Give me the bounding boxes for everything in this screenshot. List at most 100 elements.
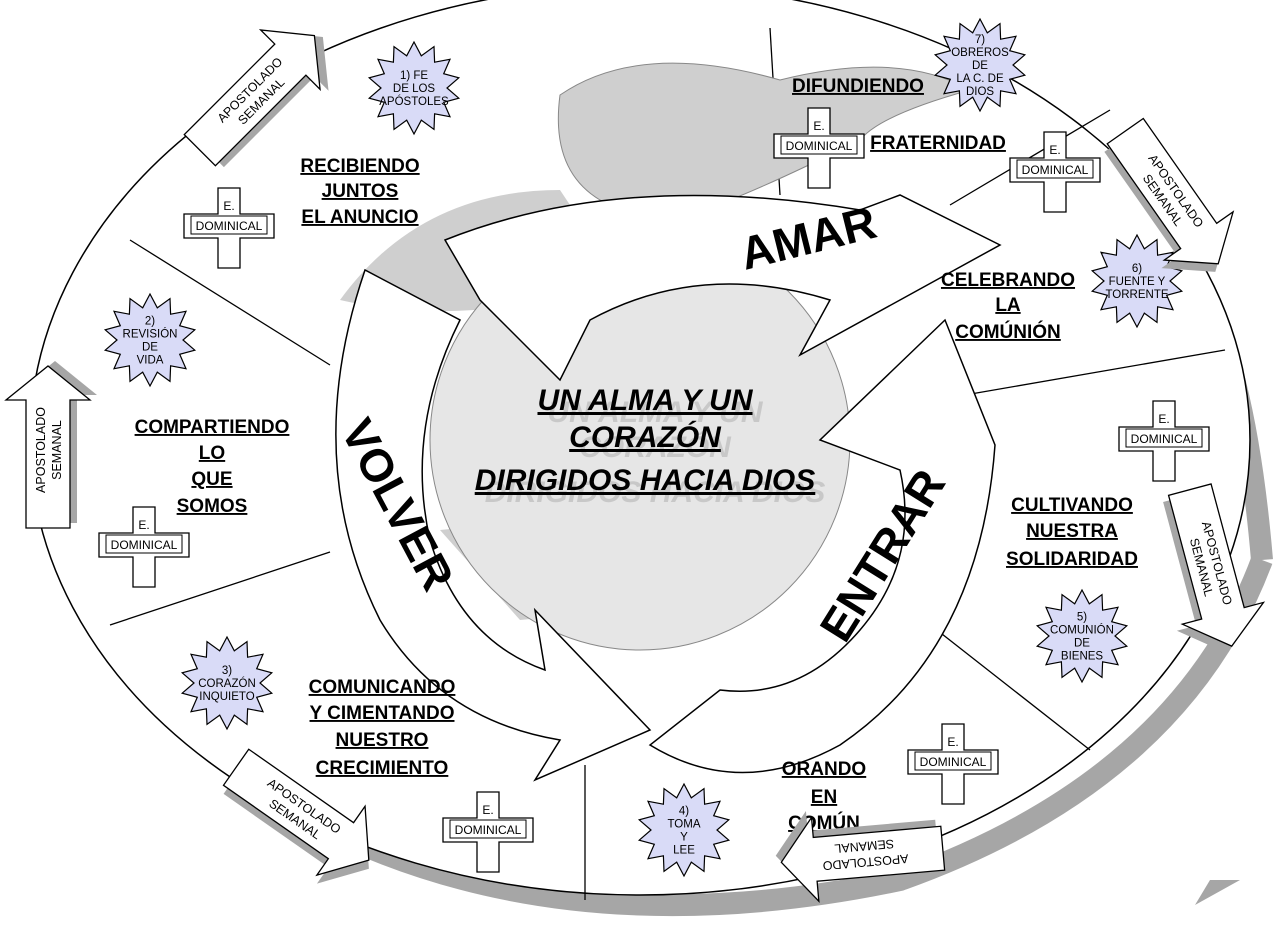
amar-arrow (443, 194, 1002, 382)
section-label-line: LO (199, 443, 225, 464)
star-label-line: VIDA (137, 355, 164, 367)
section-label-line: LA (995, 295, 1021, 316)
star-burst-shape (637, 782, 731, 878)
center-shadow-1: UN ALMA Y UN (547, 396, 763, 429)
cross-label-box (190, 215, 268, 235)
cross-label-box (449, 819, 527, 839)
section-label-line: EL ANUNCIO (301, 207, 418, 228)
star-burst-shape (103, 292, 197, 388)
volver-arrow (335, 268, 652, 782)
cross-badge: E. DOMINICAL (98, 506, 190, 588)
star-label-line: 3) (222, 665, 232, 677)
section-label-line: FRATERNIDAD (870, 133, 1006, 154)
cross-badge: E. DOMINICAL (1009, 131, 1101, 213)
cross-top-label: E. (138, 518, 149, 532)
section-label-line: Y CIMENTANDO (310, 703, 455, 724)
star-label-line: CORAZÓN (198, 677, 256, 690)
star-label-line: 1) FE (400, 70, 428, 82)
section-label-line: CULTIVANDO (1011, 495, 1133, 516)
cross-top-label: E. (1049, 143, 1060, 157)
star-label-line: Y (680, 832, 688, 844)
cross-label: DOMINICAL (111, 538, 178, 552)
cross-top-label: E. (223, 199, 234, 213)
cross-label: DOMINICAL (1022, 163, 1089, 177)
section-recibiendo: RECIBIENDO JUNTOS EL ANUNCIO (300, 156, 419, 228)
cross-badge: E. DOMINICAL (442, 791, 534, 873)
section-difundiendo: DIFUNDIENDO (792, 76, 924, 97)
star-label-line: DIOS (966, 86, 994, 98)
star-label-line: TORRENTE (1105, 289, 1168, 301)
star-label-line: BIENES (1061, 651, 1104, 663)
star-label-line: OBREROS (951, 47, 1009, 59)
apostolado-arrow-shape (780, 815, 946, 903)
star-label-line: 6) (1132, 263, 1142, 275)
section-label-line: RECIBIENDO (300, 156, 419, 177)
section-cultivando: CULTIVANDO NUESTRA SOLIDARIDAD (1006, 495, 1138, 570)
star-label-line: 7) (975, 34, 985, 46)
cross-label: DOMINICAL (920, 755, 987, 769)
apostolado-line-2: SEMANAL (50, 420, 64, 480)
star-label-line: LEE (673, 845, 695, 857)
cross-top-label: E. (813, 119, 824, 133)
cross-label: DOMINICAL (196, 219, 263, 233)
center-shadow-3: DIRIGIDOS HACIA DIOS (485, 476, 826, 509)
section-label-line: COMÚNIÓN (955, 321, 1061, 343)
entrar-arrow (648, 318, 996, 774)
star-label-line: DE (1074, 638, 1090, 650)
section-label-line: CELEBRANDO (941, 270, 1075, 291)
apostolado-arrow-shape (1106, 117, 1235, 265)
cross-top-label: E. (1158, 412, 1169, 426)
cross-label: DOMINICAL (1131, 432, 1198, 446)
apostolado-line-1: APOSTOLADO (34, 407, 48, 493)
apostolado-arrow-shape (1167, 483, 1266, 647)
cross-top-label: E. (482, 803, 493, 817)
star-label-line: 2) (145, 316, 155, 328)
cross-label-box (1125, 428, 1203, 448)
cross-label: DOMINICAL (455, 823, 522, 837)
center-line-1: UN ALMA Y UN (537, 384, 753, 417)
section-label-line: CRECIMIENTO (316, 758, 449, 779)
cross-label-box (914, 751, 992, 771)
star-burst-shape (367, 40, 461, 136)
section-label-line: SOMOS (177, 496, 248, 517)
cross-label: DOMINICAL (786, 139, 853, 153)
apostolado-arrow-shape (183, 29, 321, 167)
section-label-line: COMUNICANDO (309, 677, 456, 698)
cross-badge: E. DOMINICAL (773, 107, 865, 189)
section-fraternidad: FRATERNIDAD (870, 133, 1006, 154)
cross-label-box (105, 534, 183, 554)
star-label-line: APÓSTOLES (379, 95, 449, 108)
center-title: UN ALMA Y UN CORAZÓN DIRIGIDOS HACIA DIO… (475, 384, 826, 509)
star-label-line: TOMA (667, 819, 700, 831)
section-label-line: QUE (191, 469, 232, 490)
section-label-line: JUNTOS (322, 181, 399, 202)
star-label-line: COMUNIÓN (1050, 624, 1114, 637)
section-label-line: COMPARTIENDO (135, 417, 290, 438)
cross-label-box (1016, 159, 1094, 179)
cross-badge: E. DOMINICAL (183, 187, 275, 269)
star-burst-shape (933, 17, 1027, 113)
star-label-line: 5) (1077, 612, 1087, 624)
cross-top-label: E. (947, 735, 958, 749)
cross-label-box (780, 135, 858, 155)
center-line-3: DIRIGIDOS HACIA DIOS (475, 464, 816, 497)
section-label-line: ORANDO (782, 759, 866, 780)
star-burst-shape (180, 635, 274, 731)
section-celebrando: CELEBRANDO LA COMÚNIÓN (941, 270, 1075, 343)
star-burst-shape (1035, 588, 1129, 684)
apostolado-arrow-shape (4, 365, 92, 529)
star-label-line: DE (972, 60, 988, 72)
center-line-2: CORAZÓN (569, 420, 722, 454)
